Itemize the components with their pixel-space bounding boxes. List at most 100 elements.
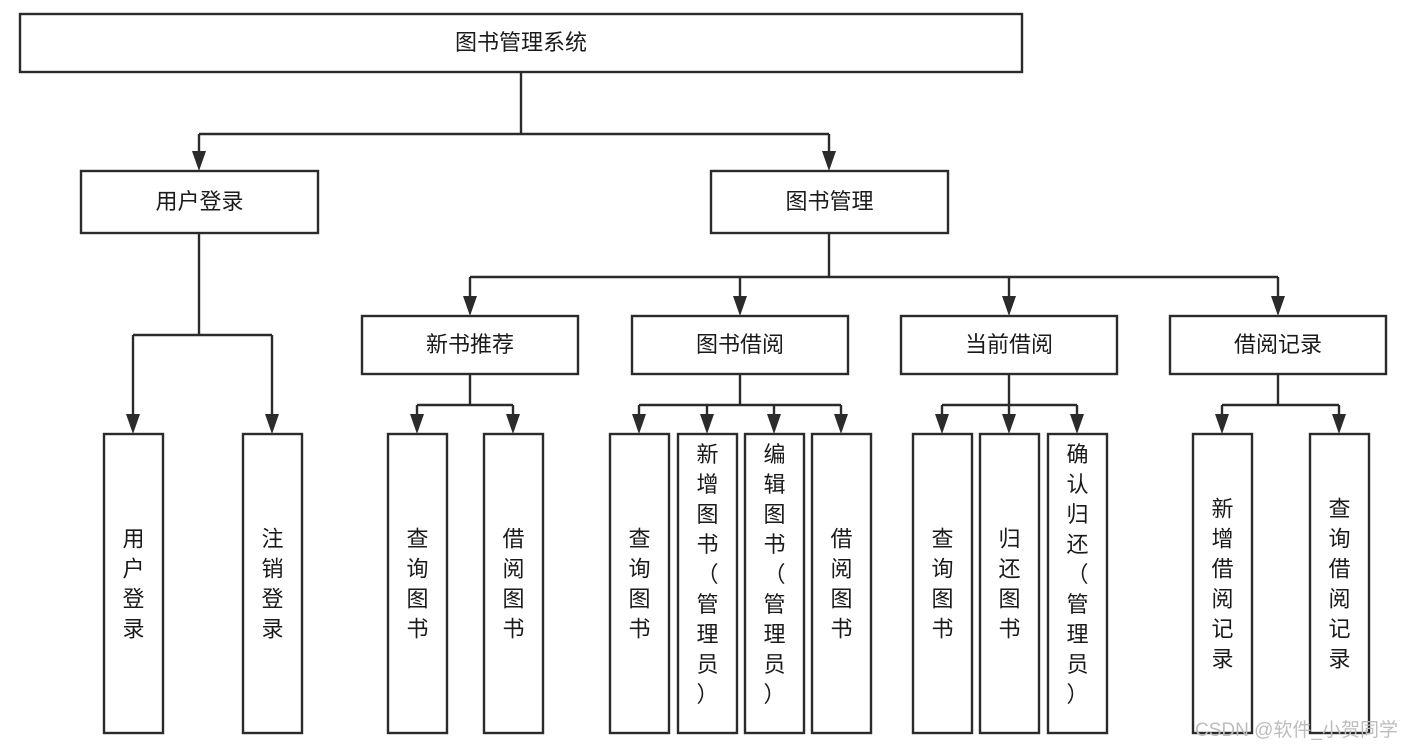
node-leaf-add-book-admin-box[interactable] — [676, 432, 739, 735]
node-leaf-borrow-book-label-char-0: 借 — [830, 527, 852, 552]
connector-group-4 — [1215, 374, 1346, 434]
node-book-borrow-label: 图书借阅 — [696, 332, 784, 357]
node-leaf-edit-book-admin-label-char-8: ） — [763, 682, 785, 707]
arrow-head-icon — [767, 414, 781, 434]
node-leaf-logout-label-char-1: 销 — [261, 557, 283, 582]
arrow-head-icon — [506, 414, 520, 434]
node-book-borrow-box[interactable] — [630, 314, 850, 376]
node-current-borrow-box[interactable] — [899, 314, 1119, 376]
node-leaf-query-book-borrow-label-char-2: 图 — [628, 587, 650, 612]
node-leaf-query-book-recommend-label-char-1: 询 — [406, 557, 428, 582]
node-user-login[interactable]: 用户登录 — [79, 169, 320, 235]
node-borrow-record-label: 借阅记录 — [1234, 332, 1322, 357]
node-leaf-edit-book-admin-label-char-7: 员 — [763, 652, 785, 677]
node-leaf-edit-book-admin-label-char-3: 书 — [763, 532, 785, 557]
node-leaf-user-login[interactable]: 用户登录 — [102, 432, 165, 735]
node-leaf-query-borrow-record-label-char-3: 阅 — [1328, 587, 1350, 612]
arrow-head-icon — [463, 296, 477, 316]
node-leaf-add-book-admin-label-char-7: 员 — [696, 652, 718, 677]
node-leaf-borrow-book-label-char-1: 阅 — [830, 557, 852, 582]
node-leaf-user-login-label-char-3: 录 — [122, 617, 144, 642]
arrow-head-icon — [733, 296, 747, 316]
node-leaf-borrow-book-recommend-box[interactable] — [482, 432, 545, 735]
connector-group-0 — [126, 233, 279, 434]
node-leaf-borrow-book-recommend-label-char-1: 阅 — [502, 557, 524, 582]
node-leaf-query-book-recommend-label-char-3: 书 — [406, 617, 428, 642]
node-user-login-label: 用户登录 — [155, 189, 243, 214]
node-book-borrow[interactable]: 图书借阅 — [630, 314, 850, 376]
node-root-root-label: 图书管理系统 — [455, 30, 587, 55]
node-leaf-logout-label-char-0: 注 — [261, 527, 283, 552]
node-leaf-confirm-return-admin-label-char-0: 确 — [1066, 442, 1088, 467]
node-leaf-confirm-return-admin-label-char-6: 理 — [1066, 622, 1088, 647]
node-leaf-borrow-book-recommend-label-char-3: 书 — [502, 617, 524, 642]
node-book-management[interactable]: 图书管理 — [709, 169, 950, 235]
node-new-book-recommend[interactable]: 新书推荐 — [360, 314, 580, 376]
arrow-head-icon — [822, 151, 836, 171]
node-root-root-box[interactable] — [18, 12, 1024, 74]
node-book-management-box[interactable] — [709, 169, 950, 235]
node-leaf-query-borrow-record-box[interactable] — [1308, 432, 1371, 735]
arrow-head-icon — [1332, 414, 1346, 434]
node-leaf-confirm-return-admin-label-char-7: 员 — [1066, 652, 1088, 677]
node-borrow-record-box[interactable] — [1168, 314, 1388, 376]
node-root-root[interactable]: 图书管理系统 — [18, 12, 1024, 74]
node-leaf-user-login-label-char-2: 登 — [122, 587, 144, 612]
node-leaf-return-book-label-char-1: 还 — [998, 557, 1020, 582]
node-leaf-confirm-return-admin-label-char-8: ） — [1066, 682, 1088, 707]
node-leaf-edit-book-admin-label-char-2: 图 — [763, 502, 785, 527]
node-leaf-confirm-return-admin-label-char-1: 认 — [1066, 472, 1088, 497]
node-leaf-return-book-box[interactable] — [978, 432, 1041, 735]
node-leaf-add-borrow-record-label-char-3: 阅 — [1211, 587, 1233, 612]
node-leaf-query-book-current-label-char-0: 查 — [931, 527, 953, 552]
node-leaf-add-borrow-record-label-char-4: 记 — [1211, 617, 1233, 642]
node-new-book-recommend-label: 新书推荐 — [426, 332, 514, 357]
node-leaf-add-borrow-record-box[interactable] — [1191, 432, 1254, 735]
arrow-head-icon — [632, 414, 646, 434]
node-leaf-logout-box[interactable] — [241, 432, 304, 735]
node-leaf-query-borrow-record-label-char-2: 借 — [1328, 557, 1350, 582]
node-leaf-add-book-admin-label-char-6: 理 — [696, 622, 718, 647]
connector-bookmgmt-to-level3 — [463, 233, 1285, 316]
node-leaf-edit-book-admin-label-char-5: 管 — [763, 592, 785, 617]
node-borrow-record[interactable]: 借阅记录 — [1168, 314, 1388, 376]
nodes-layer: 图书管理系统用户登录图书管理新书推荐图书借阅当前借阅借阅记录用户登录注销登录查询… — [18, 12, 1388, 735]
node-leaf-query-book-current-box[interactable] — [911, 432, 974, 735]
node-leaf-add-book-admin-label-char-2: 图 — [696, 502, 718, 527]
arrow-head-icon — [126, 414, 140, 434]
node-leaf-edit-book-admin-box[interactable] — [743, 432, 806, 735]
node-current-borrow[interactable]: 当前借阅 — [899, 314, 1119, 376]
node-leaf-add-book-admin-label-char-0: 新 — [696, 442, 718, 467]
node-leaf-confirm-return-admin-box[interactable] — [1046, 432, 1109, 735]
node-new-book-recommend-box[interactable] — [360, 314, 580, 376]
node-leaf-add-book-admin-label-char-1: 增 — [696, 472, 718, 497]
connector-root-to-level2 — [192, 72, 836, 171]
node-leaf-borrow-book-box[interactable] — [810, 432, 873, 735]
node-leaf-user-login-box[interactable] — [102, 432, 165, 735]
node-user-login-box[interactable] — [79, 169, 320, 235]
arrow-head-icon — [935, 414, 949, 434]
node-leaf-query-borrow-record-label-char-4: 记 — [1328, 617, 1350, 642]
node-leaf-query-borrow-record-label-char-0: 查 — [1328, 497, 1350, 522]
node-leaf-add-borrow-record-label-char-1: 增 — [1211, 527, 1233, 552]
node-leaf-query-book-borrow-box[interactable] — [608, 432, 671, 735]
node-leaf-return-book-label-char-3: 书 — [998, 617, 1020, 642]
node-leaf-return-book-label-char-0: 归 — [998, 527, 1020, 552]
node-leaf-query-book-recommend-box[interactable] — [386, 432, 449, 735]
node-leaf-logout-label-char-2: 登 — [261, 587, 283, 612]
node-leaf-logout-label-char-3: 录 — [261, 617, 283, 642]
